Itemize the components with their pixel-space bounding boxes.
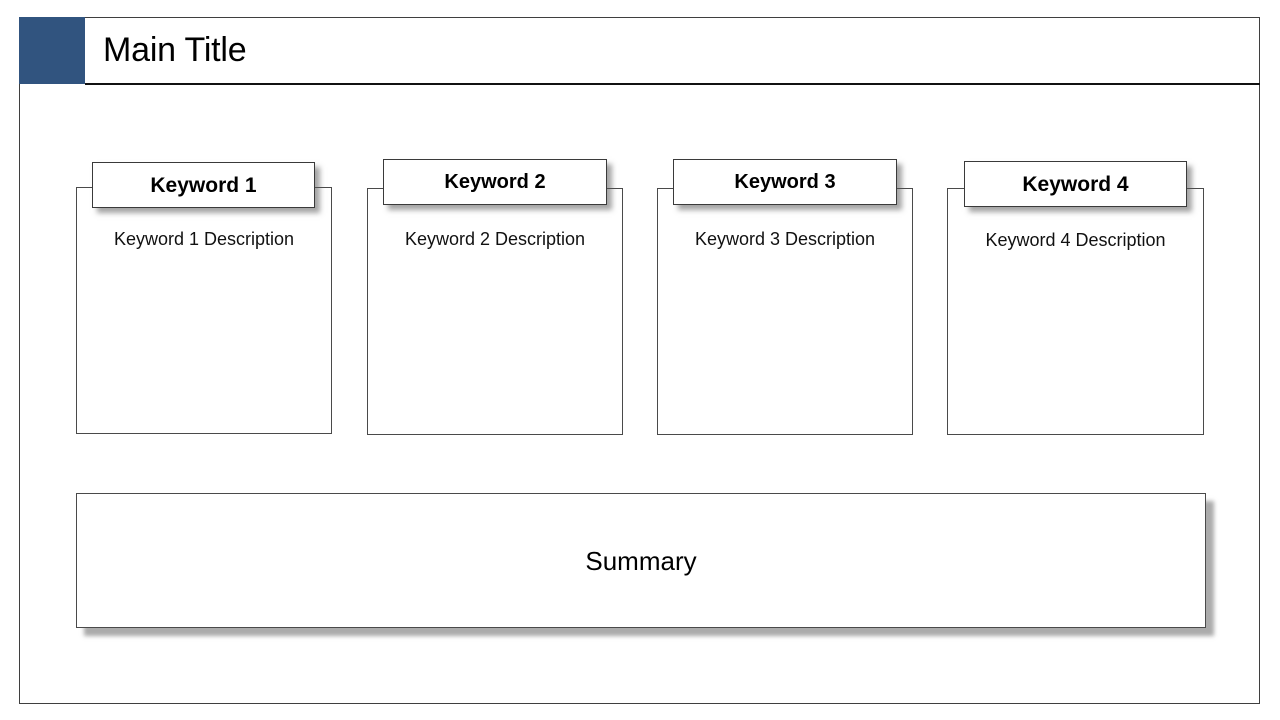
keyword-card-header[interactable]: Keyword 4	[964, 161, 1187, 207]
keyword-card-title: Keyword 2	[444, 171, 546, 193]
keyword-card-description: Keyword 4 Description	[985, 230, 1166, 250]
keyword-card-title: Keyword 3	[734, 171, 836, 193]
keyword-card-body[interactable]	[367, 188, 623, 435]
page-title: Main Title	[103, 31, 247, 69]
keyword-card-body[interactable]	[657, 188, 913, 435]
keyword-card-header[interactable]: Keyword 2	[383, 159, 607, 205]
keyword-card-description: Keyword 1 Description	[113, 229, 295, 249]
keyword-card-header[interactable]: Keyword 1	[92, 162, 315, 208]
keyword-card-body[interactable]	[947, 188, 1204, 435]
keyword-card-title: Keyword 4	[1022, 172, 1129, 196]
keyword-card-body[interactable]	[76, 187, 332, 434]
keyword-card-description: Keyword 3 Description	[694, 229, 876, 249]
keyword-card-title: Keyword 1	[150, 173, 257, 197]
summary-box[interactable]: Summary	[76, 493, 1206, 628]
keyword-card-description: Keyword 2 Description	[404, 229, 586, 249]
keyword-card-header[interactable]: Keyword 3	[673, 159, 897, 205]
title-accent-block	[19, 17, 85, 84]
summary-label: Summary	[585, 545, 697, 576]
title-underline	[85, 83, 1260, 85]
